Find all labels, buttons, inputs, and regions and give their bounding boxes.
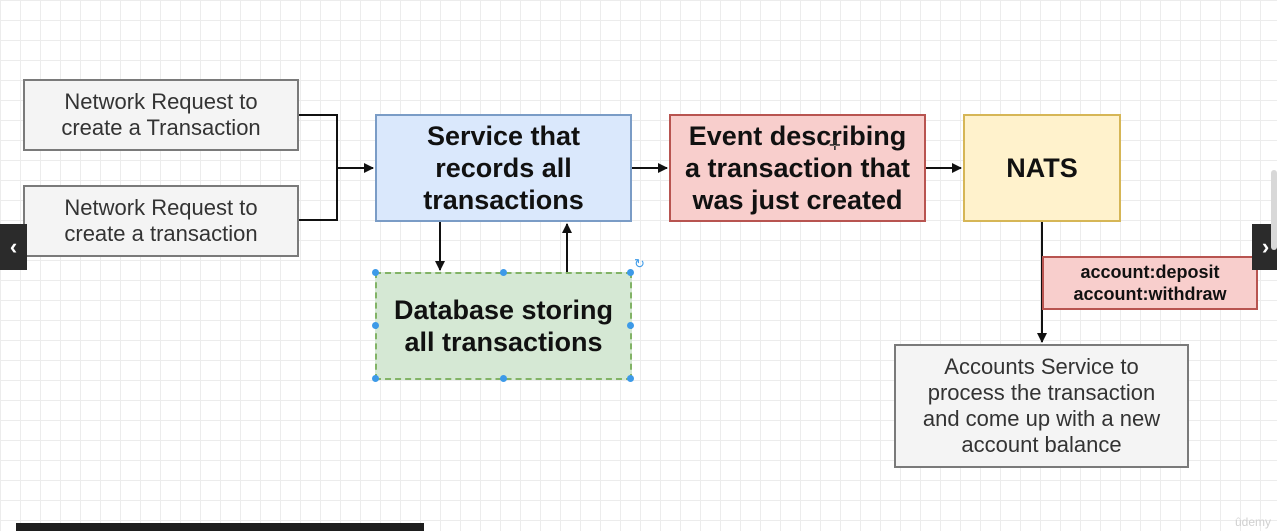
transaction-event-node[interactable]: Event describing a transaction that was … (669, 114, 926, 222)
rotate-icon[interactable]: ↻ (634, 256, 645, 271)
selection-handle-top[interactable] (500, 269, 507, 276)
edge-request-2-to-service (298, 168, 338, 221)
selection-handle-bottom[interactable] (500, 375, 507, 382)
edge-request-1-to-service (298, 114, 374, 173)
caption-bar (16, 523, 424, 531)
watermark: ûdemy (1234, 515, 1271, 529)
nats-node[interactable]: NATS (963, 114, 1121, 222)
network-request-node-1[interactable]: Network Request to create a Transaction (23, 79, 299, 151)
selection-handle-top-right[interactable] (627, 269, 634, 276)
chevron-right-icon: › (1261, 234, 1270, 259)
selection-handle-right[interactable] (627, 322, 634, 329)
channel-label[interactable]: account:deposit account:withdraw (1042, 256, 1258, 310)
selection-handle-left[interactable] (372, 322, 379, 329)
vertical-scrollbar[interactable] (1271, 170, 1277, 250)
database-node[interactable]: Database storing all transactions (375, 272, 632, 380)
selection-handle-bottom-left[interactable] (372, 375, 379, 382)
transaction-service-node[interactable]: Service that records all transactions (375, 114, 632, 222)
chevron-left-icon: ‹ (9, 234, 18, 259)
selection-handle-top-left[interactable] (372, 269, 379, 276)
prev-slide-button[interactable]: ‹ (0, 224, 27, 270)
move-cursor-icon: ✛ (829, 137, 841, 153)
network-request-node-2[interactable]: Network Request to create a transaction (23, 185, 299, 257)
selection-handle-bottom-right[interactable] (627, 375, 634, 382)
accounts-service-node[interactable]: Accounts Service to process the transact… (894, 344, 1189, 468)
